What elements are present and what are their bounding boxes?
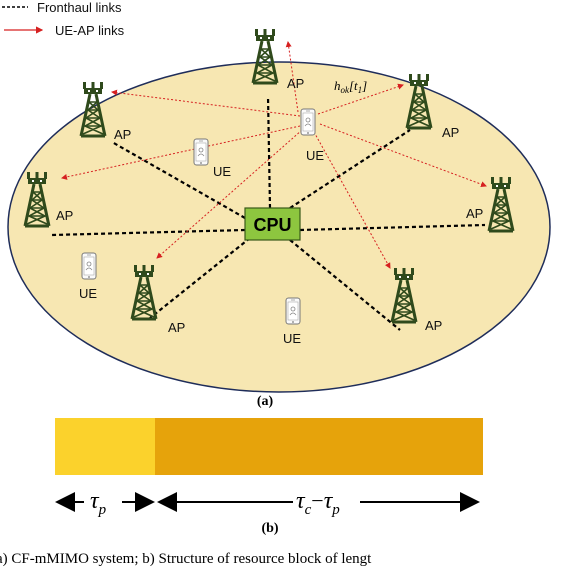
fronthaul-link: [266, 95, 272, 209]
ap-label: AP: [442, 125, 459, 140]
panel-b-label: (b): [261, 521, 278, 536]
ue-left-lower: UE: [79, 252, 97, 301]
tau-p-label: τp: [90, 488, 107, 518]
legend: Fronthaul links UE-AP links: [2, 0, 125, 38]
ue-label: UE: [213, 164, 231, 179]
ap-label: AP: [425, 318, 442, 333]
ap-top-center: AP: [251, 27, 304, 91]
ue-left-upper: UE: [193, 138, 231, 179]
tau-annotations: τp τc−τp: [55, 488, 480, 518]
phone-icon: [81, 252, 97, 280]
channel-label: hok[t1]: [334, 78, 367, 95]
ap-label: AP: [168, 320, 185, 335]
ap-lower-right: AP: [390, 266, 442, 333]
ue-ap-links: [61, 41, 487, 269]
pilot-block: [55, 418, 155, 475]
phone-icon: [300, 108, 316, 136]
ue-top: UE: [300, 108, 324, 163]
ue-label: UE: [79, 286, 97, 301]
ap-left: AP: [23, 170, 73, 228]
ap-label: AP: [287, 76, 304, 91]
fronthaul-link: [289, 239, 401, 331]
panel-a-label: (a): [257, 394, 274, 409]
legend-fronthaul-label: Fronthaul links: [37, 0, 122, 15]
ap-label: AP: [114, 127, 131, 142]
ap-right: AP: [466, 175, 515, 233]
tau-cp-label: τc−τp: [296, 488, 340, 518]
ap-upper-right: AP: [405, 72, 459, 140]
figure-caption: a) CF-mMIMO system; b) Structure of reso…: [0, 551, 372, 567]
ap-label: AP: [56, 208, 73, 223]
cpu-label: CPU: [253, 215, 291, 235]
fronthaul-links: [51, 95, 486, 331]
resource-block: [55, 418, 483, 475]
data-block: [155, 418, 483, 475]
ue-ap-link: [156, 129, 303, 259]
ue-ap-link: [317, 83, 404, 115]
cpu-node: CPU: [244, 207, 301, 241]
fronthaul-link: [289, 129, 411, 209]
phone-icon: [285, 297, 301, 325]
ue-ap-link: [61, 125, 301, 180]
phone-icon: [193, 138, 209, 166]
ap-upper-left: AP: [79, 80, 131, 142]
fronthaul-link: [149, 237, 251, 319]
legend-ue-ap-label: UE-AP links: [55, 23, 125, 38]
ue-ap-link: [319, 123, 487, 188]
ap-label: AP: [466, 206, 483, 221]
ue-bottom: UE: [283, 297, 301, 346]
fronthaul-link: [111, 141, 246, 219]
ue-ap-link: [313, 131, 391, 269]
ue-label: UE: [283, 331, 301, 346]
ue-ap-link: [111, 89, 301, 117]
ap-lower-left: AP: [130, 263, 185, 335]
fronthaul-link: [299, 223, 486, 232]
ue-label: UE: [306, 148, 324, 163]
